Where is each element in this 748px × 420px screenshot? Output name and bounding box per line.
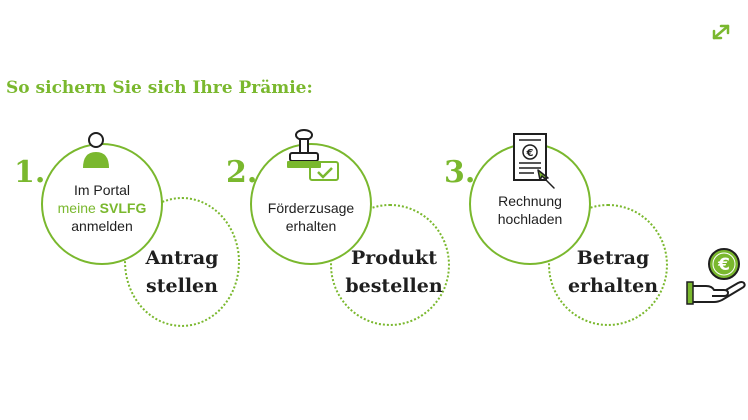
step-2-text: Förderzusage erhalten — [255, 199, 367, 235]
euro-coin-symbol: € — [717, 255, 730, 275]
dotted-arc-1 — [124, 197, 240, 327]
dotted-arc-3 — [548, 204, 668, 326]
step-2-action-line2: bestellen — [345, 275, 443, 297]
step-number-3: 3. — [444, 155, 476, 190]
page-title: So sichern Sie sich Ihre Prämie: — [6, 78, 313, 98]
step-1-line1: Im Portal — [73, 182, 130, 198]
approval-stamp-icon — [282, 128, 342, 188]
svg-text:€: € — [526, 148, 534, 159]
step-3-action-line2: erhalten — [567, 275, 659, 297]
step-2-action: Produkt bestellen — [336, 244, 452, 300]
step-2-line1: Förderzusage — [267, 200, 355, 216]
step-number-1: 1. — [14, 155, 46, 190]
user-icon — [80, 130, 112, 170]
step-2-line2: erhalten — [285, 218, 337, 234]
dotted-arc-2 — [330, 204, 450, 326]
step-1-line3: anmelden — [71, 218, 133, 234]
expand-icon[interactable] — [706, 18, 736, 46]
step-1-text: Im Portal meine SVLFG anmelden — [46, 181, 158, 235]
step-number-2: 2. — [226, 155, 258, 190]
hand-euro-coin-icon: € — [684, 246, 748, 310]
step-1-action: Antrag stellen — [127, 244, 237, 300]
step-1-line2: meine SVLFG — [46, 199, 158, 217]
step-3-action-line1: Betrag — [576, 247, 650, 269]
step-3-line2: hochladen — [497, 211, 563, 227]
step-3-text: Rechnung hochladen — [474, 192, 586, 228]
step-1-brand: SVLFG — [99, 200, 147, 216]
invoice-upload-icon: € — [508, 130, 556, 190]
step-3-action: Betrag erhalten — [558, 244, 668, 300]
step-3-line1: Rechnung — [498, 193, 562, 209]
step-1-action-line1: Antrag — [145, 247, 219, 269]
step-1-action-line2: stellen — [146, 275, 218, 297]
step-1-brand-prefix: meine — [57, 200, 96, 216]
step-2-action-line1: Produkt — [350, 247, 437, 269]
